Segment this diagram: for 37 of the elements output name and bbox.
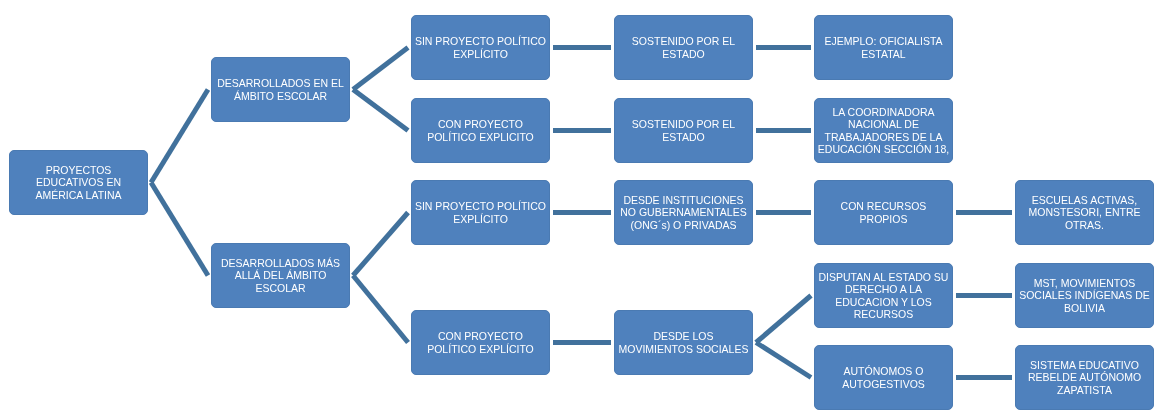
text-box: SISTEMA EDUCATIVO REBELDE AUTÓNOMO ZAPATISTA [1015,345,1154,410]
connector-line [956,293,1012,298]
text-box: PROYECTOS EDUCATIVOS EN AMÉRICA LATINA [9,150,148,215]
connector-line [553,128,611,133]
connector-line [956,210,1012,215]
text-box: AUTÓNOMOS O AUTOGESTIVOS [814,345,953,410]
text-box: SOSTENIDO POR EL ESTADO [614,15,753,80]
connector-line [351,273,410,345]
text-box: DESARROLLADOS MÁS ALLÁ DEL ÁMBITO ESCOLAR [211,243,350,308]
connector-line [756,210,811,215]
text-box: CON PROYECTO POLÍTICO EXPLÍCITO [411,310,550,375]
connector-line [756,128,811,133]
connector-line [756,45,811,50]
text-box: DISPUTAN AL ESTADO SU DERECHO A LA EDUCACION Y LOS RECURSOS [814,263,953,328]
text-box: CON PROYECTO POLÍTICO EXPLICITO [411,98,550,163]
connector-line [754,293,813,345]
connector-line [553,45,611,50]
text-box: EJEMPLO: OFICIALISTA ESTATAL [814,15,953,80]
text-box: SOSTENIDO POR EL ESTADO [614,98,753,163]
connector-line [351,87,410,133]
text-box: DESDE INSTITUCIONES NO GUBERNAMENTALES (ONG´s) O PRIVADAS [614,180,753,245]
text-box: LA COORDINADORA NACIONAL DE TRABAJADORES DE LA EDUCACIÓN SECCIÓN 18, [814,98,953,163]
text-box: SIN PROYECTO POLÍTICO EXPLÍCITO [411,15,550,80]
connector-line [351,45,410,92]
text-box: CON RECURSOS PROPIOS [814,180,953,245]
connector-line [148,181,211,277]
text-box: ESCUELAS ACTIVAS, MONSTESORI, ENTRE OTRAS. [1015,180,1154,245]
connector-line [956,375,1012,380]
connector-line [351,210,410,278]
connector-line [553,210,611,215]
text-box: SIN PROYECTO POLÍTICO EXPLÍCITO [411,180,550,245]
connector-line [754,340,813,380]
text-box: DESARROLLADOS EN EL ÁMBITO ESCOLAR [211,57,350,122]
connector-line [148,88,211,184]
connector-line [553,340,611,345]
text-box: DESDE LOS MOVIMIENTOS SOCIALES [614,310,753,375]
text-box: MST, MOVIMIENTOS SOCIALES INDÍGENAS DE BOLIVIA [1015,263,1154,328]
